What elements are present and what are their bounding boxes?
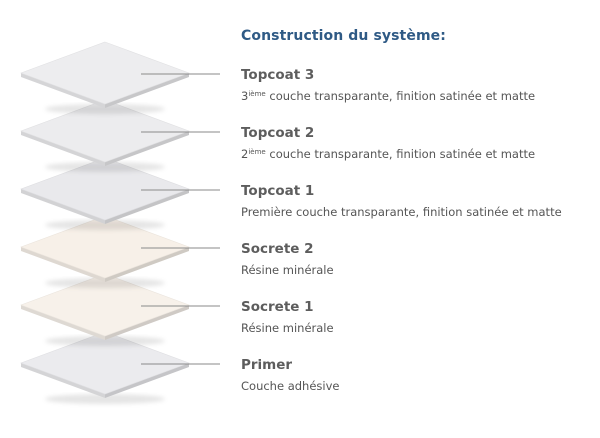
layer-name: Primer <box>241 357 293 373</box>
layer-slab-socrete-1 <box>20 273 190 346</box>
description-text: Première couche transparante, finition s… <box>241 205 562 219</box>
layer-label-socrete-2: Socrete 2 Résine minérale <box>241 241 334 278</box>
layer-description: 3ième couche transparante, finition sati… <box>241 89 535 104</box>
layer-shadow <box>45 104 165 114</box>
layer-side-left <box>21 363 105 398</box>
layer-side-right <box>105 73 189 108</box>
ordinal-number: 2 <box>241 147 249 161</box>
layer-name: Topcoat 1 <box>241 183 315 199</box>
layer-side-left <box>21 73 105 108</box>
description-text: Couche adhésive <box>241 379 340 393</box>
layer-name: Topcoat 2 <box>241 125 315 141</box>
layer-side-left <box>21 305 105 340</box>
ordinal-suffix: ième <box>248 90 266 98</box>
layer-slab-socrete-2 <box>20 215 190 288</box>
layer-shadow <box>45 162 165 172</box>
layer-description: 2ième couche transparante, finition sati… <box>241 147 535 162</box>
layer-slab-topcoat-3 <box>20 41 190 114</box>
layer-shadow <box>45 220 165 230</box>
layer-top-face <box>20 331 190 395</box>
layer-top-face <box>20 215 190 279</box>
layer-side-left <box>21 189 105 224</box>
layer-label-socrete-1: Socrete 1 Résine minérale <box>241 299 334 336</box>
layer-name: Topcoat 3 <box>241 67 315 83</box>
layer-side-right <box>105 189 189 224</box>
layer-name: Socrete 1 <box>241 299 314 315</box>
description-text: couche transparante, finition satinée et… <box>265 147 536 161</box>
layer-description: Résine minérale <box>241 321 334 336</box>
description-text: couche transparante, finition satinée et… <box>265 89 536 103</box>
ordinal-suffix: ième <box>248 148 266 156</box>
ordinal-number: 3 <box>241 89 249 103</box>
diagram-title: Construction du système: <box>241 28 446 44</box>
layer-name: Socrete 2 <box>241 241 314 257</box>
layer-label-topcoat-3: Topcoat 3 3ième couche transparante, fini… <box>241 67 535 104</box>
layer-top-face <box>20 41 190 105</box>
layer-side-left <box>21 247 105 282</box>
layer-description: Résine minérale <box>241 263 334 278</box>
layer-shadow <box>45 336 165 346</box>
layer-label-topcoat-1: Topcoat 1 Première couche transparante, f… <box>241 183 562 220</box>
layer-side-right <box>105 131 189 166</box>
layer-side-right <box>105 363 189 398</box>
layer-label-topcoat-2: Topcoat 2 2ième couche transparante, fini… <box>241 125 535 162</box>
layer-top-face <box>20 99 190 163</box>
layer-slab-primer <box>20 331 190 404</box>
layer-shadow <box>45 394 165 404</box>
layer-description: Première couche transparante, finition s… <box>241 205 562 220</box>
layer-side-right <box>105 247 189 282</box>
layer-slab-topcoat-1 <box>20 157 190 230</box>
description-text: Résine minérale <box>241 263 334 277</box>
layer-side-left <box>21 131 105 166</box>
layer-shadow <box>45 278 165 288</box>
layer-top-face <box>20 157 190 221</box>
layer-description: Couche adhésive <box>241 379 339 394</box>
layer-side-right <box>105 305 189 340</box>
layer-top-face <box>20 273 190 337</box>
layer-slab-topcoat-2 <box>20 99 190 172</box>
description-text: Résine minérale <box>241 321 334 335</box>
